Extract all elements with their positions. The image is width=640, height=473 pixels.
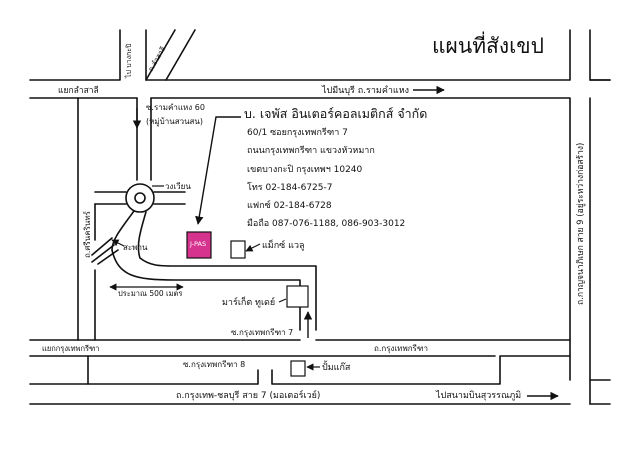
road-krungthep-kreetha [29, 339, 571, 385]
label-krungthep-kreetha: ถ.กรุงเทพกรีฑา [374, 344, 428, 353]
label-roundabout: วงเวียน [165, 182, 191, 191]
map-title: แผนที่สังเขป [432, 34, 544, 58]
label-soi-8: ซ.กรุงเทพกรีฑา 8 [183, 360, 245, 369]
label-top-left-junction: แยกลำสาลี [58, 85, 99, 96]
label-airport: ไปสนามบินสุวรรณภูมิ [435, 390, 521, 401]
label-makro: แม็กซ์ แวลู [262, 238, 305, 251]
label-bridge: สะพาน [123, 243, 148, 252]
roundabout-inner [134, 192, 146, 204]
road-lamsali [145, 29, 196, 81]
road-roundabout-west [94, 191, 127, 205]
label-soi-7: ซ.กรุงเทพกรีฑา 7 [231, 328, 293, 337]
gas-station-building [290, 360, 306, 377]
label-gas-station: ปั้มแก๊ส [322, 360, 351, 373]
makro-pointer [245, 243, 261, 252]
bridge-pointer [111, 239, 125, 247]
address-line: เขตบางกะปิ กรุงเทพฯ 10240 [247, 164, 363, 175]
road-motorway [29, 383, 611, 405]
label-top-road: ไปมีนบุรี ถ.รามคำแหง [321, 85, 409, 96]
label-bangkapi: ไป บางกะปิ [124, 43, 133, 79]
company-name: บ. เจพัส อินเตอร์คอลเมติกส์ จำกัด [244, 106, 428, 121]
label-jpas: J-PAS [189, 240, 206, 248]
market-pointer [278, 298, 287, 303]
label-motorway: ถ.กรุงเทพ-ชลบุรี สาย 7 (มอเตอร์เวย์) [176, 389, 320, 401]
road-si-nakharin [77, 97, 96, 341]
label-lamsali: ถ.ลำสาลี [147, 45, 168, 73]
label-right-road: ถ.กาญจนาภิเษก สาย 9 (อยู่ระหว่างก่อสร้าง… [575, 143, 586, 305]
label-left-junction: แยกกรุงเทพกรีฑา [42, 344, 99, 353]
label-soi-60: ซ.รามคำแหง 60 [146, 103, 205, 112]
label-distance: ประมาณ 500 เมตร [118, 289, 182, 298]
jpas-building [186, 231, 212, 259]
road-ramkhamhaeng [29, 29, 611, 81]
label-si-nakharin: ถ.ศรีนครินทร์ [82, 210, 92, 258]
address-line: 60/1 ซอยกรุงเทพกรีฑา 7 [247, 128, 348, 138]
mobile-line: มือถือ 087-076-1188, 086-903-3012 [247, 219, 406, 230]
road-ramkhamhaeng-lower [29, 97, 611, 381]
bridge-line [91, 237, 119, 265]
market-today-building [286, 285, 309, 308]
pointer-arrow [195, 116, 241, 225]
label-market-today: มาร์เก็ต ทูเดย์ [222, 295, 275, 308]
fax-line: แฟกซ์ 02-184-6728 [247, 201, 332, 212]
company-info: บ. เจพัส อินเตอร์คอลเมติกส์ จำกัด 60/1 ซ… [244, 104, 427, 234]
road-soi-7-top [111, 249, 317, 331]
road-roundabout-south [111, 210, 147, 259]
road-roundabout-east [153, 191, 186, 205]
phone-line: โทร 02-184-6725-7 [247, 182, 333, 193]
address-line: ถนนกรุงเทพกรีฑา แขวงหัวหมาก [247, 146, 375, 157]
makro-building [230, 240, 246, 259]
roundabout-outer [125, 183, 155, 213]
label-village: (หมู่บ้านสวนสน) [146, 117, 203, 127]
